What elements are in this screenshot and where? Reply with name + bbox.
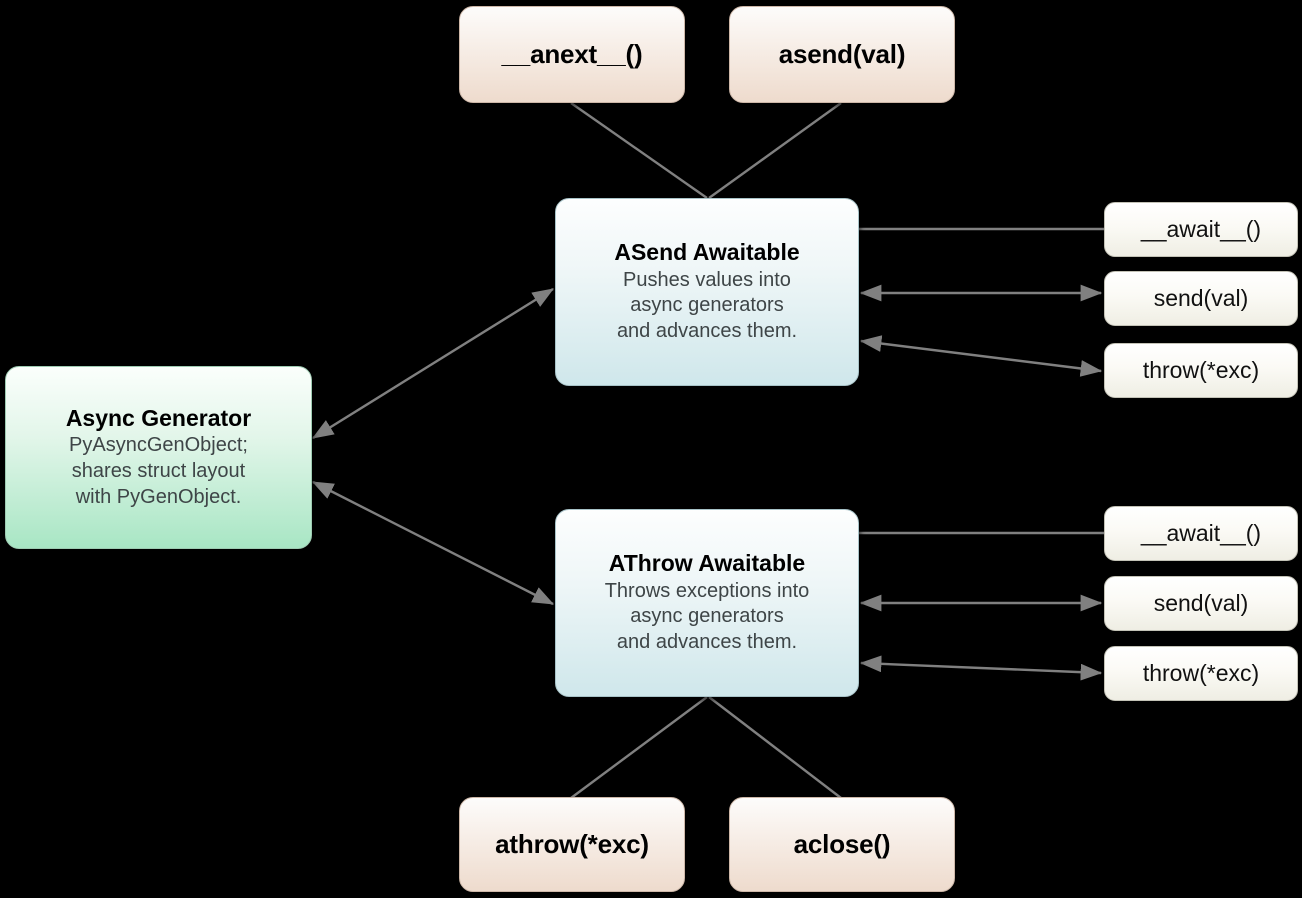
link-athrow-throw xyxy=(859,655,1103,681)
node-athrow-awaitable-title: AThrow Awaitable xyxy=(608,550,806,577)
node-asend-call-label: asend(val) xyxy=(778,39,906,69)
node-asend-protocol-send-label: send(val) xyxy=(1153,285,1249,311)
node-asend-protocol-throw-label: throw(*exc) xyxy=(1142,357,1260,383)
node-athrow-awaitable-desc: Throws exceptions into async generators … xyxy=(604,579,810,654)
node-aclose-label: aclose() xyxy=(793,829,891,859)
node-asend-awaitable-desc: Pushes values into async generators and … xyxy=(616,268,798,343)
link-asend-throw xyxy=(859,335,1103,377)
link-root-asend xyxy=(311,287,555,440)
node-async-generator-title: Async Generator xyxy=(65,404,252,431)
node-aclose[interactable]: aclose() xyxy=(729,797,955,892)
node-asend-protocol-await-label: __await__() xyxy=(1140,216,1262,242)
node-athrow-protocol-await-label: __await__() xyxy=(1140,520,1262,546)
node-asend-awaitable-title: ASend Awaitable xyxy=(614,239,800,266)
node-asend-call[interactable]: asend(val) xyxy=(729,6,955,103)
node-async-generator-desc: PyAsyncGenObject; shares struct layout w… xyxy=(69,434,248,508)
node-asend-protocol-await[interactable]: __await__() xyxy=(1104,202,1298,257)
link-asend-call-to-asend xyxy=(708,102,842,199)
node-athrow-protocol-send[interactable]: send(val) xyxy=(1104,576,1298,631)
link-athrow-call-to-athrow xyxy=(570,696,708,799)
node-anext[interactable]: __anext__() xyxy=(459,6,685,103)
link-anext-to-asend xyxy=(570,102,708,199)
node-asend-protocol-throw[interactable]: throw(*exc) xyxy=(1104,343,1298,398)
node-athrow-protocol-send-label: send(val) xyxy=(1153,590,1249,616)
node-athrow-call-label: athrow(*exc) xyxy=(495,829,649,859)
node-athrow-protocol-throw-label: throw(*exc) xyxy=(1142,660,1260,686)
node-athrow-protocol-await[interactable]: __await__() xyxy=(1104,506,1298,561)
node-asend-awaitable[interactable]: ASend Awaitable Pushes values into async… xyxy=(555,198,859,386)
node-async-generator[interactable]: Async Generator PyAsyncGenObject; shares… xyxy=(5,366,312,549)
node-asend-protocol-send[interactable]: send(val) xyxy=(1104,271,1298,326)
link-root-athrow xyxy=(311,480,555,606)
node-athrow-awaitable[interactable]: AThrow Awaitable Throws exceptions into … xyxy=(555,509,859,697)
link-aclose-to-athrow xyxy=(708,696,842,799)
node-athrow-protocol-throw[interactable]: throw(*exc) xyxy=(1104,646,1298,701)
node-athrow-call[interactable]: athrow(*exc) xyxy=(459,797,685,892)
node-anext-label: __anext__() xyxy=(501,39,643,69)
